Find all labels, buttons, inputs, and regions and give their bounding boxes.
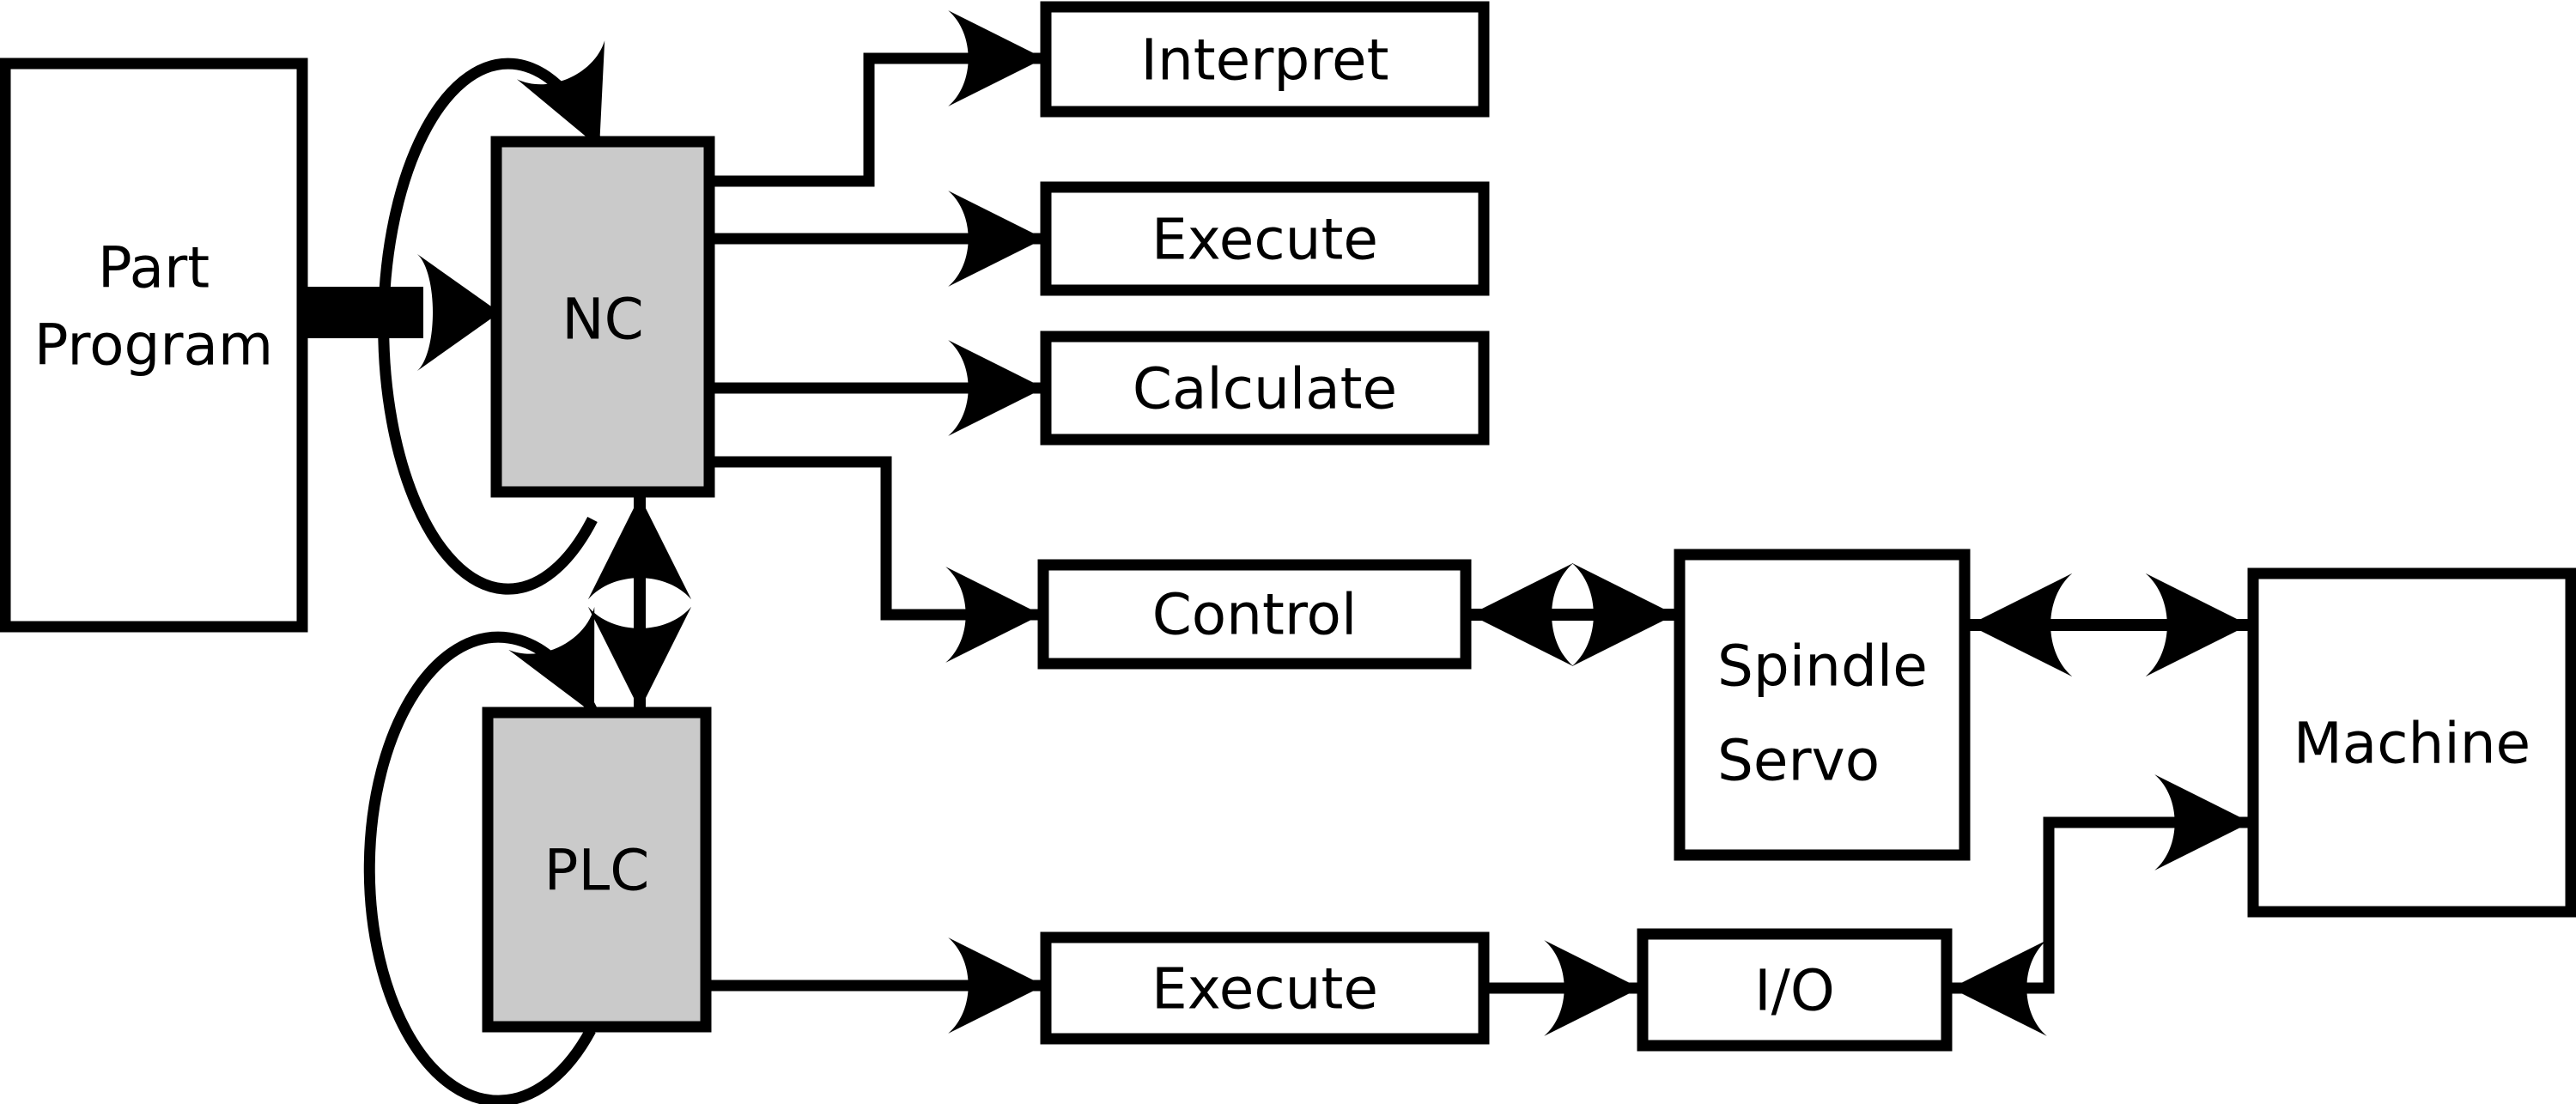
control-box: Control <box>1037 559 1472 670</box>
execute-plc-label: Execute <box>1151 956 1378 1022</box>
part-program-box: Part Program <box>0 58 308 633</box>
io-label: I/O <box>1754 958 1835 1024</box>
spindle-servo-box: Spindle Servo <box>1674 549 1971 861</box>
execute-nc-label: Execute <box>1151 207 1378 273</box>
calculate-label: Calculate <box>1133 356 1397 422</box>
part-program-label-line1: Part <box>98 235 210 301</box>
calculate-box: Calculate <box>1040 331 1490 446</box>
plc-box: PLC <box>482 707 712 1033</box>
plc-label: PLC <box>544 838 650 904</box>
spindle-servo-label-line2: Servo <box>1717 728 1880 794</box>
arrow-io-machine-bidirectional-elbow <box>1951 774 2251 1036</box>
interpret-box: Interpret <box>1040 1 1490 118</box>
part-program-label-line2: Program <box>34 312 273 379</box>
interpret-label: Interpret <box>1141 27 1389 94</box>
plc-self-loop-arrow <box>363 607 599 1104</box>
control-label: Control <box>1152 582 1358 648</box>
nc-box: NC <box>490 136 715 498</box>
spindle-servo-label-line1: Spindle <box>1717 634 1928 700</box>
thick-arrow-part-program-to-nc <box>299 254 500 371</box>
arrow-nc-to-interpret <box>709 10 1044 187</box>
arrow-nc-to-control <box>709 456 1042 663</box>
io-box: I/O <box>1637 928 1953 1052</box>
nc-label: NC <box>562 287 643 353</box>
execute-nc-box: Execute <box>1040 181 1490 296</box>
machine-label: Machine <box>2293 711 2530 777</box>
machine-box: Machine <box>2247 567 2576 918</box>
execute-plc-box: Execute <box>1040 931 1490 1045</box>
